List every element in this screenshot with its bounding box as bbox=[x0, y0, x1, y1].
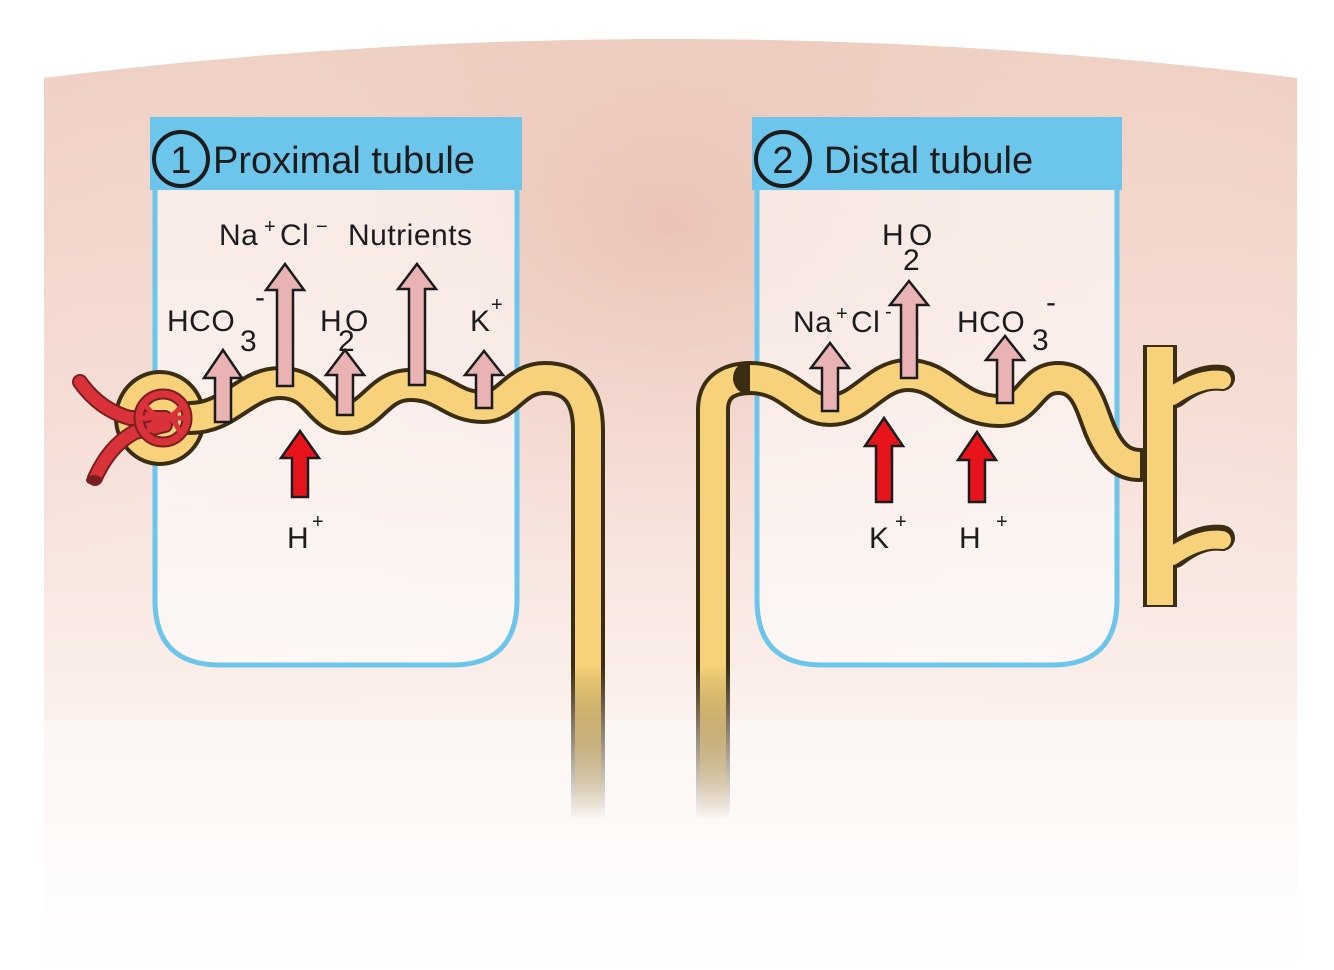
label-h2o-o-distal: O bbox=[909, 219, 933, 252]
arrow-hco3-distal bbox=[983, 333, 1027, 405]
arrow-h-proximal bbox=[278, 428, 322, 499]
glomerulus-vessels bbox=[72, 374, 193, 486]
label-h2o-h-proximal: H bbox=[320, 305, 342, 338]
proximal-title: Proximal tubule bbox=[213, 140, 475, 182]
arrow-nacl-distal bbox=[808, 340, 852, 413]
number-badge-2 bbox=[754, 130, 812, 188]
label-na-charge-distal: + bbox=[836, 303, 848, 325]
reabsorption-arrows bbox=[201, 261, 1027, 424]
label-h2o-sub-distal: 2 bbox=[903, 244, 920, 277]
arrow-h2o-proximal bbox=[323, 347, 367, 417]
collecting-duct bbox=[1143, 345, 1235, 607]
label-h-distal: H bbox=[959, 522, 981, 555]
label-hco-charge-proximal: - bbox=[255, 281, 266, 314]
number-2: 2 bbox=[772, 140, 793, 182]
label-hco-proximal: HCO bbox=[167, 305, 235, 338]
arrow-nacl-proximal bbox=[263, 261, 307, 388]
proximal-header bbox=[150, 117, 522, 190]
label-na-distal: Na bbox=[793, 306, 832, 339]
distal-header bbox=[752, 117, 1122, 190]
label-cl-charge-distal: - bbox=[885, 301, 892, 323]
label-h-charge-distal: + bbox=[996, 511, 1008, 533]
label-hco-sub-distal: 3 bbox=[1032, 324, 1049, 357]
label-k-charge-proximal: + bbox=[491, 294, 503, 316]
distal-title: Distal tubule bbox=[824, 140, 1033, 182]
proximal-labels: Na + Cl − Nutrients HCO 3 - H 2 O K + H … bbox=[167, 216, 503, 555]
label-cl-charge-proximal: − bbox=[316, 216, 328, 238]
label-na-charge-proximal: + bbox=[264, 216, 276, 238]
label-h2o-sub-proximal: 2 bbox=[338, 325, 355, 358]
label-h2o-h-distal: H bbox=[882, 219, 904, 252]
label-h-proximal: H bbox=[287, 522, 309, 555]
label-hco-sub-proximal: 3 bbox=[240, 325, 257, 358]
label-k-charge-distal: + bbox=[895, 511, 907, 533]
number-1: 1 bbox=[170, 140, 191, 182]
label-na-proximal: Na bbox=[219, 219, 258, 252]
arrow-k-distal bbox=[862, 415, 906, 504]
label-h-charge-proximal: + bbox=[312, 511, 324, 533]
label-cl-proximal: Cl bbox=[280, 219, 309, 252]
label-k-distal: K bbox=[869, 522, 890, 555]
arrow-h-distal bbox=[955, 429, 999, 504]
secretion-arrows bbox=[278, 415, 999, 504]
label-hco-distal: HCO bbox=[957, 306, 1025, 339]
label-k-proximal: K bbox=[470, 305, 491, 338]
arrow-hco3-proximal bbox=[201, 347, 245, 424]
arrow-nutrients-proximal bbox=[395, 261, 439, 387]
label-nutrients: Nutrients bbox=[348, 219, 473, 252]
arrow-k-proximal bbox=[462, 348, 506, 410]
arrow-h2o-distal bbox=[887, 278, 931, 380]
number-badge-1 bbox=[152, 130, 210, 188]
label-cl-distal: Cl bbox=[851, 306, 880, 339]
distal-labels: H 2 O Na + Cl - HCO 3 - K + H + bbox=[793, 219, 1057, 555]
label-hco-charge-distal: - bbox=[1046, 286, 1057, 319]
label-h2o-o-proximal: O bbox=[345, 305, 369, 338]
distal-box bbox=[754, 188, 1120, 668]
distal-panel: 2 Distal tubule bbox=[752, 117, 1122, 668]
